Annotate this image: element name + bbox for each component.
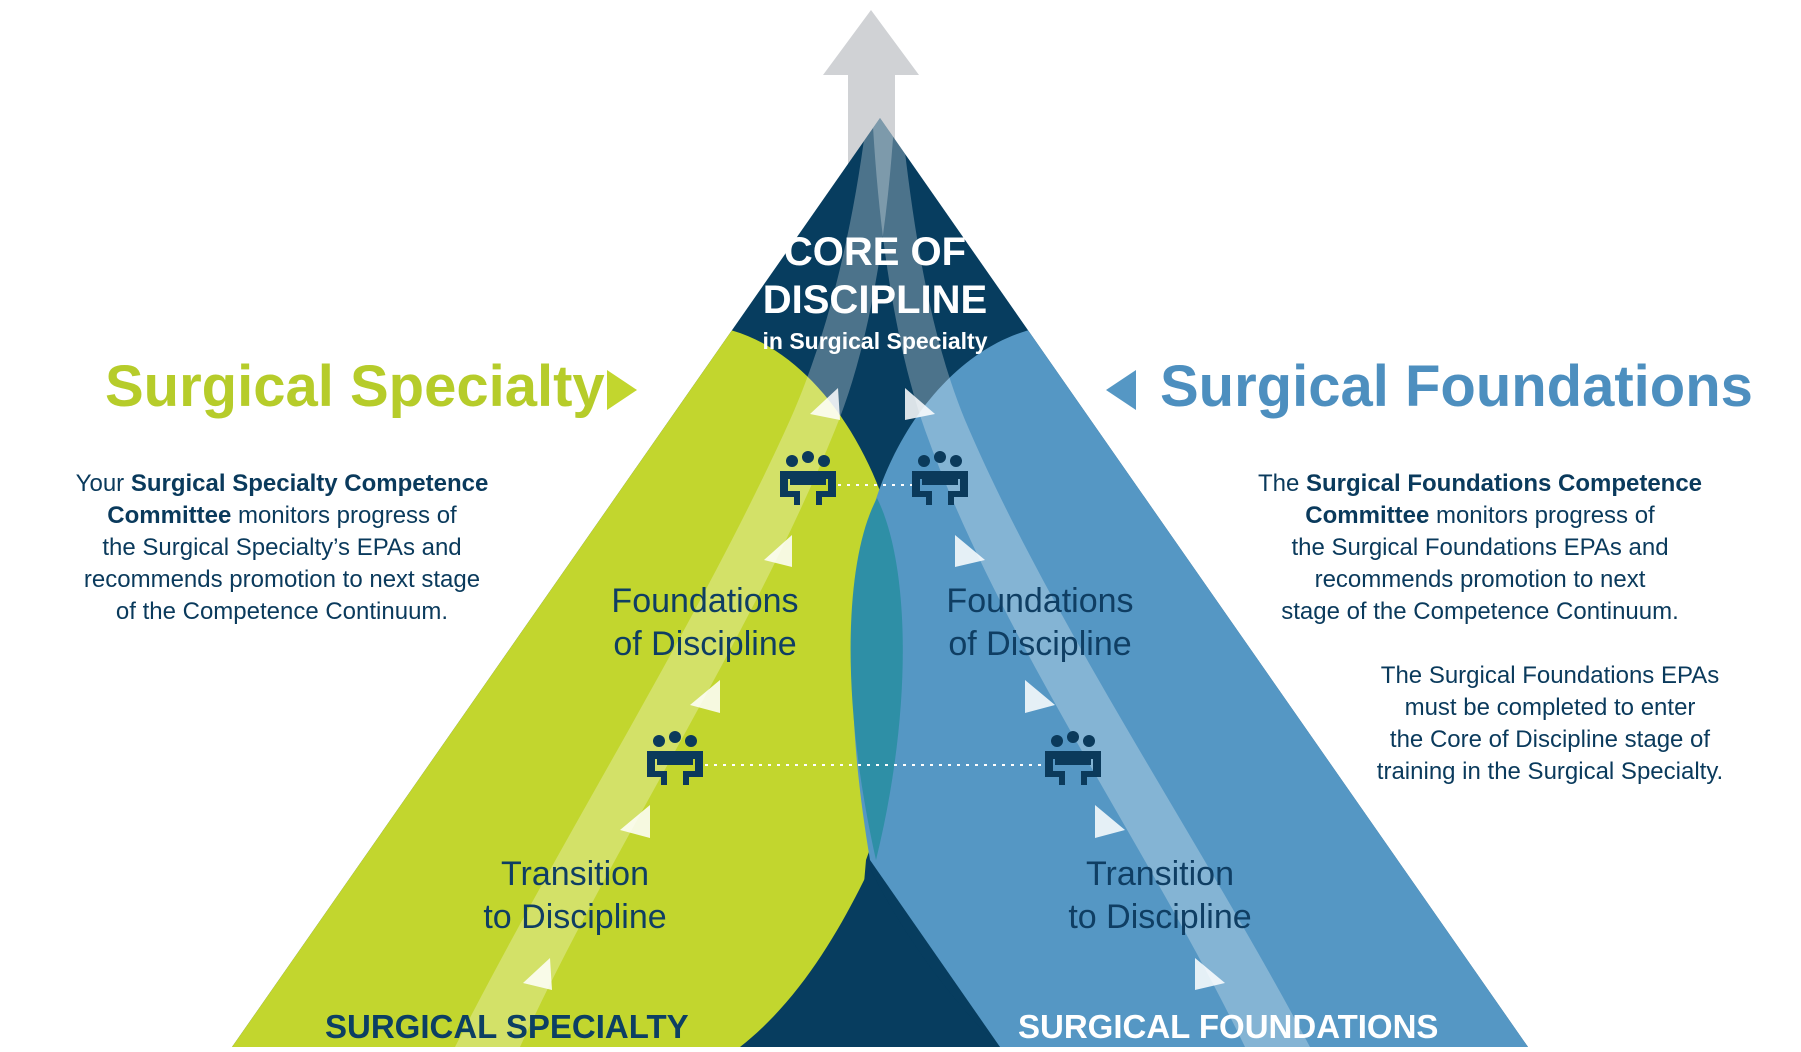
stage-line: Foundations: [611, 582, 799, 620]
surgical-foundations-lobe: [852, 325, 1528, 1047]
core-title: CORE OF DISCIPLINE: [730, 228, 1020, 324]
desc-line: recommends promotion to next stage: [83, 566, 481, 593]
chevron-down-icon: [1025, 680, 1055, 713]
note-line: must be completed to enter: [1404, 694, 1696, 721]
desc-line: the Surgical Foundations EPAs and: [1291, 534, 1669, 561]
desc-line: The Surgical Foundations Competence: [1257, 470, 1703, 497]
specialty-transition-stage: Transition to Discipline: [440, 853, 710, 939]
chevron-down-icon: [1095, 805, 1125, 838]
chevron-up-icon: [764, 535, 792, 567]
surgical-foundations-heading: Surgical Foundations: [1160, 354, 1753, 419]
top-arrow-icon: [823, 10, 919, 180]
foundations-committee-description: The Surgical Foundations Competence Comm…: [1180, 468, 1780, 628]
desc-line: of the Competence Continuum.: [115, 598, 449, 625]
note-line: the Core of Discipline stage of: [1389, 726, 1711, 753]
desc-line: Committee monitors progress of: [107, 502, 457, 529]
specialty-committee-description: Your Surgical Specialty Competence Commi…: [12, 468, 552, 628]
desc-line: the Surgical Specialty’s EPAs and: [102, 534, 462, 561]
overlap-lens: [850, 498, 903, 860]
chevron-up-icon: [620, 805, 650, 838]
surgical-specialty-base-label: SURGICAL SPECIALTY: [325, 1008, 689, 1045]
surgical-specialty-lobe: [232, 325, 905, 1047]
note-line: training in the Surgical Specialty.: [1376, 758, 1724, 785]
chevron-down-icon: [1195, 958, 1225, 990]
stage-line: Transition: [1085, 855, 1235, 893]
chevron-up-icon: [690, 680, 720, 713]
chevron-up-icon: [523, 958, 552, 990]
note-line: The Surgical Foundations EPAs: [1380, 662, 1720, 689]
foundations-foundations-stage: Foundations of Discipline: [905, 580, 1175, 666]
stage-line: Foundations: [946, 582, 1134, 620]
core-title-line1: CORE OF: [783, 230, 967, 274]
chevron-up-icon: [810, 388, 840, 420]
surgical-foundations-base-label: SURGICAL FOUNDATIONS: [1018, 1008, 1439, 1045]
core-title-line2: DISCIPLINE: [762, 278, 988, 322]
stage-line: of Discipline: [613, 625, 797, 663]
desc-line: Committee monitors progress of: [1305, 502, 1655, 529]
stage-line: to Discipline: [483, 898, 667, 936]
chevron-down-icon: [905, 388, 935, 420]
foundations-transition-stage: Transition to Discipline: [1025, 853, 1295, 939]
stage-line: Transition: [500, 855, 650, 893]
stage-line: to Discipline: [1068, 898, 1252, 936]
foundations-requirement-note: The Surgical Foundations EPAs must be co…: [1315, 660, 1785, 788]
stage-line: of Discipline: [948, 625, 1132, 663]
desc-line: recommends promotion to next: [1314, 566, 1646, 593]
chevron-down-icon: [955, 535, 985, 567]
right-pointer-icon: [607, 370, 637, 410]
core-subtitle: in Surgical Specialty: [762, 328, 988, 354]
specialty-foundations-stage: Foundations of Discipline: [570, 580, 840, 666]
surgical-specialty-heading: Surgical Specialty: [105, 354, 605, 419]
bottom-wedge: [740, 868, 1000, 1047]
left-pointer-icon: [1106, 370, 1136, 410]
desc-line: stage of the Competence Continuum.: [1281, 598, 1679, 625]
desc-line: Your Surgical Specialty Competence: [75, 470, 489, 497]
